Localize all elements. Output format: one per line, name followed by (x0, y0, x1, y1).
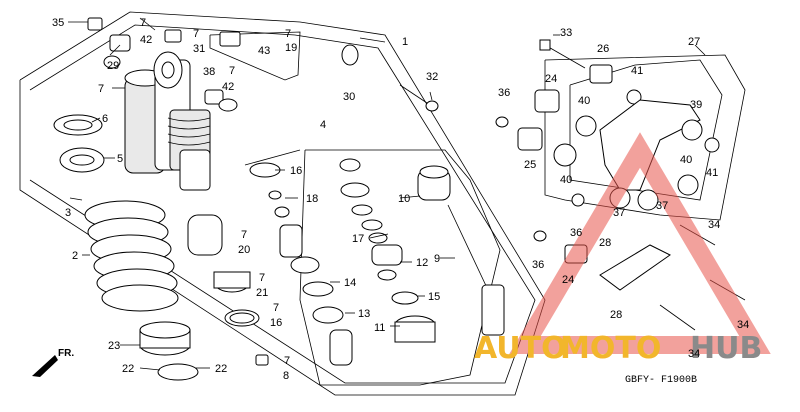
callout-label: 19 (285, 42, 297, 54)
callout-label: 20 (238, 244, 250, 256)
callout-label: 14 (344, 277, 356, 289)
spring-stack (53, 114, 199, 381)
callout-label: 26 (597, 43, 609, 55)
callout-label: 40 (560, 174, 572, 186)
callout-label: 24 (562, 274, 574, 286)
callout-label: 42 (140, 34, 152, 46)
shock-absorber-body (87, 17, 211, 191)
callout-label: 5 (117, 153, 123, 165)
diagram-code: GBFY- F1900B (625, 375, 697, 386)
callout-label: 2 (72, 250, 78, 262)
front-direction-arrow: FR. (32, 348, 74, 377)
callout-label: 23 (108, 340, 120, 352)
callout-label: 35 (52, 17, 64, 29)
callout-label: 43 (258, 45, 270, 57)
leader-lines (68, 21, 706, 371)
callout-label: 16 (290, 165, 302, 177)
callout-label: 6 (102, 113, 108, 125)
callout-label: 7 (193, 28, 199, 40)
callout-label: 29 (107, 60, 119, 72)
callout-label: 34 (708, 219, 720, 231)
callout-label: 24 (545, 73, 557, 85)
callout-label: 41 (631, 65, 643, 77)
callout-label: 41 (706, 167, 718, 179)
callout-label: 25 (524, 159, 536, 171)
callout-label: 28 (599, 237, 611, 249)
front-label: FR. (58, 348, 74, 359)
callout-label: 7 (259, 272, 265, 284)
callout-label: 15 (428, 291, 440, 303)
callout-label: 38 (203, 66, 215, 78)
callout-label: 12 (416, 257, 428, 269)
callout-label: 11 (374, 322, 385, 334)
callout-label: 7 (284, 355, 290, 367)
callout-label: 36 (498, 87, 510, 99)
watermark-auto: AUTO (474, 331, 567, 366)
callout-label: 16 (270, 317, 282, 329)
callout-label: 7 (229, 65, 235, 77)
callout-label: 34 (737, 319, 749, 331)
callout-label: 21 (256, 287, 268, 299)
callout-label: 28 (610, 309, 622, 321)
callout-label: 30 (343, 91, 355, 103)
callout-label: 37 (613, 207, 625, 219)
callout-label: 27 (688, 36, 700, 48)
callout-label: 17 (352, 233, 364, 245)
callout-label: 40 (680, 154, 692, 166)
watermark-moto: MOTO (560, 331, 661, 366)
callout-label: 22 (215, 363, 227, 375)
callout-labels: 35 7 42 29 7 31 7 19 43 1 7 38 7 42 30 3… (52, 17, 749, 382)
callout-label: 10 (398, 193, 410, 205)
callout-label: 31 (193, 43, 205, 55)
callout-label: 7 (285, 28, 291, 40)
callout-label: 36 (532, 259, 544, 271)
callout-label: 7 (98, 83, 104, 95)
callout-label: 3 (65, 207, 71, 219)
callout-label: 36 (570, 227, 582, 239)
callout-label: 33 (560, 27, 572, 39)
callout-label: 7 (140, 17, 146, 29)
callout-label: 42 (222, 81, 234, 93)
callout-label: 40 (578, 95, 590, 107)
callout-label: 22 (122, 363, 134, 375)
callout-label: 32 (426, 71, 438, 83)
callout-label: 8 (283, 370, 289, 382)
watermark-hub: HUB (690, 331, 762, 366)
callout-label: 7 (241, 229, 247, 241)
damper-internals (268, 44, 505, 366)
callout-label: 34 (688, 348, 700, 360)
callout-label: 9 (434, 253, 440, 265)
watermark-logo: AUTO MOTO HUB (474, 132, 771, 366)
callout-label: 39 (690, 99, 702, 111)
callout-label: 4 (320, 119, 326, 131)
callout-label: 37 (656, 200, 668, 212)
callout-label: 13 (358, 308, 370, 320)
callout-label: 1 (402, 36, 408, 48)
callout-label: 18 (306, 193, 318, 205)
bump-stop-parts (164, 29, 281, 366)
callout-label: 7 (273, 302, 279, 314)
